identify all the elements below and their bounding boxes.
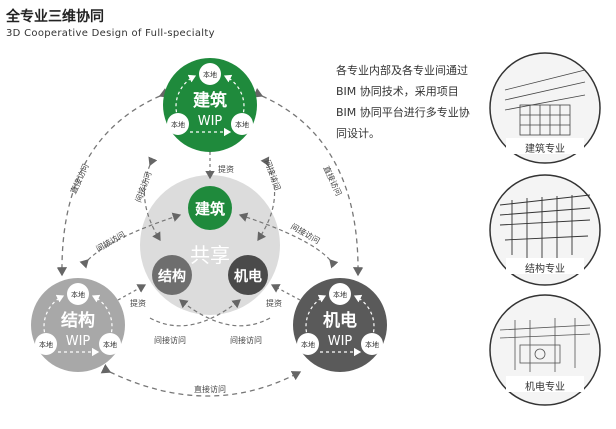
svg-text:本地: 本地 — [171, 120, 185, 129]
page-title: 全专业三维协同 — [6, 9, 104, 25]
svg-text:本地: 本地 — [71, 290, 85, 299]
svg-text:本地: 本地 — [39, 340, 53, 349]
indirect-struct-shared — [79, 212, 182, 269]
label-direct-right: 直接访问 — [321, 164, 344, 197]
indirect-mep-shared — [238, 212, 339, 269]
label-indirect-5: 间接访问 — [154, 335, 186, 345]
svg-text:本地: 本地 — [365, 340, 379, 349]
label-indirect-6: 间接访问 — [230, 335, 262, 345]
mep-wip: WIP — [328, 334, 353, 349]
svg-text:本地: 本地 — [235, 120, 249, 129]
shared-struct-circle — [152, 255, 192, 295]
indirect-struct-mep — [149, 299, 241, 327]
thumb-mep — [489, 294, 601, 406]
indirect-arch-struct — [143, 156, 161, 242]
svg-text:本地: 本地 — [103, 340, 117, 349]
thumb-arch — [489, 52, 601, 164]
svg-text:本地: 本地 — [301, 340, 315, 349]
description-text: 各专业内部及各专业间通过 BIM 协同技术，采用项目 BIM 协同平台进行多专业… — [336, 64, 470, 140]
direct-arc-right — [252, 88, 364, 277]
arch-name: 建筑 — [193, 90, 227, 111]
label-indirect-2: 间接访问 — [263, 158, 283, 191]
thumb-struct — [489, 174, 601, 286]
label-direct-bottom: 直接访问 — [194, 384, 226, 394]
shared-arch-label: 建筑 — [195, 200, 225, 218]
struct-name: 结构 — [61, 310, 95, 331]
label-submit-arch: 提资 — [218, 164, 234, 174]
submit-mep — [270, 284, 301, 301]
page-subtitle: 3D Cooperative Design of Full-specialty — [6, 28, 215, 39]
indirect-mep-struct — [179, 299, 271, 327]
svg-text:本地: 本地 — [333, 290, 347, 299]
label-direct-left: 直接访问 — [68, 162, 91, 195]
mep-wip-node: 本地 本地 本地 机电 WIP — [293, 278, 387, 372]
arch-wip: WIP — [198, 114, 223, 129]
mep-name: 机电 — [323, 310, 357, 331]
thumb-caption-mep: 机电专业 — [525, 382, 565, 393]
shared-struct-label: 结构 — [158, 268, 186, 285]
thumb-caption-struct: 结构专业 — [525, 264, 565, 275]
shared-mep-label: 机电 — [234, 268, 262, 285]
svg-text:本地: 本地 — [203, 70, 217, 79]
label-indirect-3: 间接访问 — [94, 229, 127, 254]
thumb-caption-arch: 建筑专业 — [525, 144, 565, 155]
label-submit-mep: 提资 — [266, 298, 282, 308]
label-submit-struct: 提资 — [130, 298, 146, 308]
submit-struct — [117, 284, 147, 301]
shared-label: 共享 — [190, 243, 230, 267]
direct-arc-bottom — [100, 363, 302, 397]
struct-wip: WIP — [66, 334, 91, 349]
shared-arch-circle — [188, 186, 232, 230]
direct-arc-left — [56, 88, 170, 277]
label-indirect-1: 间接访问 — [133, 170, 153, 203]
struct-wip-node: 本地 本地 本地 结构 WIP — [31, 278, 125, 372]
shared-mep-circle — [228, 255, 268, 295]
arch-wip-node: 本地 本地 本地 建筑 WIP — [163, 58, 257, 152]
